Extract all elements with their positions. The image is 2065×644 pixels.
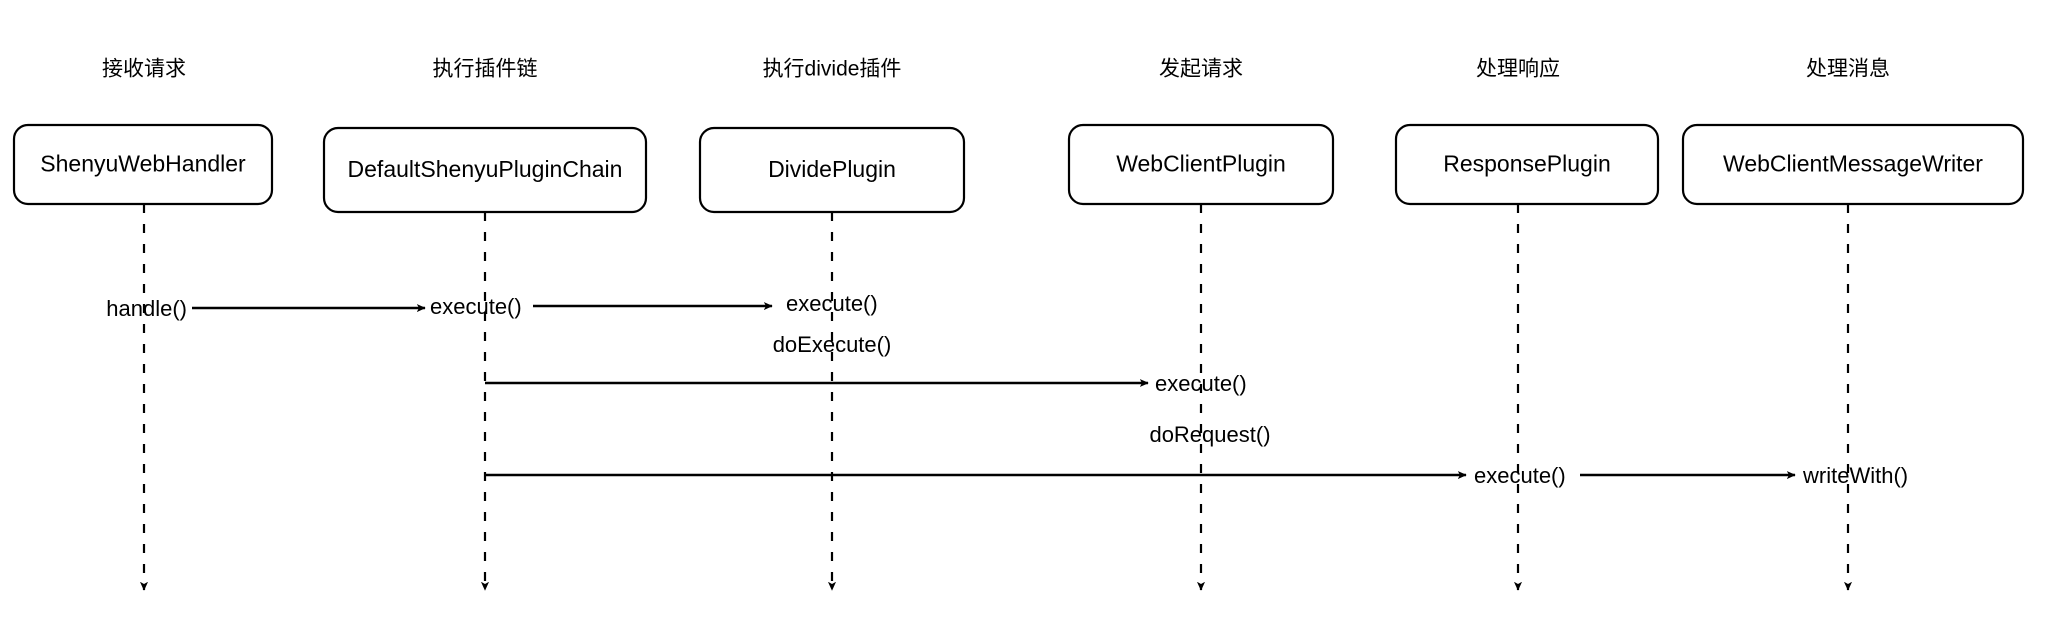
message-label-msg-execute-webclient: execute() [1155, 371, 1247, 396]
participant-box-default-shenyu-plugin-chain[interactable] [322, 126, 648, 214]
message-label-msg-do-request: doRequest() [1149, 422, 1270, 447]
phase-label-web-client-plugin: 发起请求 [1159, 58, 1243, 81]
participant-name-divide-plugin: DividePlugin [768, 156, 896, 182]
participant-box-divide-plugin[interactable] [698, 126, 966, 214]
phase-label-group: 接收请求 执行插件链 执行divide插件 发起请求 处理响应 处理消息 [102, 58, 1890, 81]
message-label-msg-execute-chain: execute() [430, 294, 522, 319]
participant-name-web-client-message-writer: WebClientMessageWriter [1723, 151, 1983, 177]
participant-name-shenyu-web-handler: ShenyuWebHandler [40, 151, 246, 177]
lifeline-group [139, 204, 1853, 591]
participant-name-default-shenyu-plugin-chain: DefaultShenyuPluginChain [348, 156, 623, 182]
phase-label-web-client-message-writer: 处理消息 [1806, 58, 1890, 81]
phase-label-shenyu-web-handler: 接收请求 [102, 58, 186, 81]
participant-name-response-plugin: ResponsePlugin [1443, 151, 1611, 177]
phase-label-divide-plugin: 执行divide插件 [763, 58, 902, 81]
message-label-msg-execute-response: execute() [1474, 463, 1566, 488]
message-label-msg-do-execute: doExecute() [773, 332, 892, 357]
participant-box-web-client-message-writer[interactable] [1681, 123, 2025, 206]
participant-box-web-client-plugin[interactable] [1067, 123, 1335, 206]
participant-box-shenyu-web-handler[interactable] [12, 123, 274, 206]
message-label-msg-write-with: writeWith() [1802, 463, 1908, 488]
phase-label-default-shenyu-plugin-chain: 执行插件链 [433, 58, 538, 81]
message-group: handle() execute() execute() doExecute() exe… [106, 291, 1908, 488]
participant-box-group: ShenyuWebHandler DefaultShenyuPluginChain… [12, 123, 2025, 214]
participant-name-web-client-plugin: WebClientPlugin [1116, 151, 1286, 177]
participant-box-response-plugin[interactable] [1394, 123, 1660, 206]
phase-label-response-plugin: 处理响应 [1476, 58, 1560, 81]
message-label-msg-handle: handle() [106, 296, 187, 321]
message-label-msg-execute-divide: execute() [786, 291, 878, 316]
